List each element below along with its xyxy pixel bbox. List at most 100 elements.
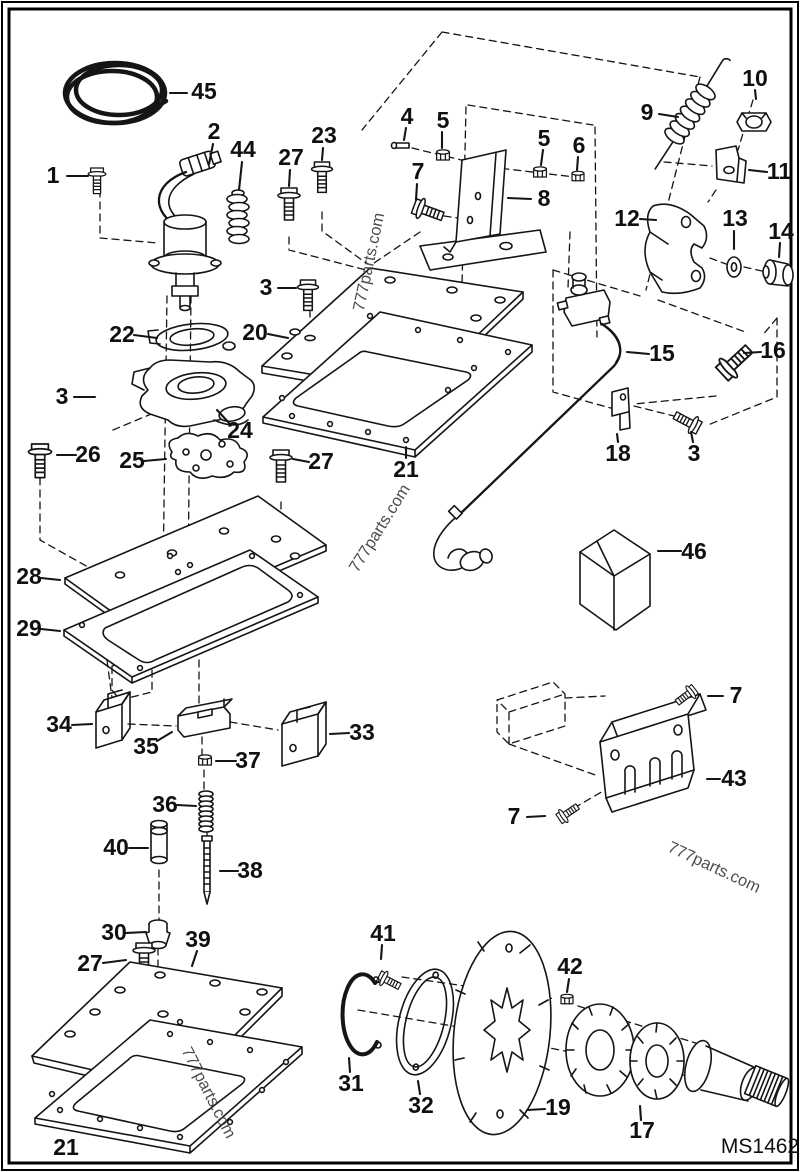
part-3-bolt-a [296, 279, 320, 312]
callout-5-b: 5 [538, 125, 551, 151]
callout-12: 12 [614, 205, 640, 231]
callout-44: 44 [230, 136, 256, 162]
callout-17: 17 [629, 1117, 655, 1143]
part-45-hose-coil [62, 60, 169, 126]
part-24-pump-head [131, 359, 256, 428]
part-21-gasket-a [262, 311, 533, 458]
part-8-bracket [419, 149, 547, 271]
watermark-3: 777parts.com [665, 838, 763, 897]
part-46-box [579, 529, 651, 631]
callout-21-b: 21 [53, 1134, 79, 1160]
watermark-2: 777parts.com [346, 481, 414, 575]
part-4-pin [390, 141, 410, 150]
callout-33: 33 [349, 719, 375, 745]
callout-29: 29 [16, 615, 42, 641]
callout-25: 25 [119, 447, 145, 473]
callout-26: 26 [75, 441, 101, 467]
callout-2: 2 [208, 118, 221, 144]
callout-20: 20 [242, 319, 268, 345]
part-11-clip-bracket [715, 145, 747, 184]
callout-34: 34 [46, 711, 72, 737]
callout-13: 13 [722, 205, 748, 231]
callout-30: 30 [101, 919, 127, 945]
callout-36: 36 [152, 791, 178, 817]
part-13-washer [726, 256, 742, 278]
part-34-block [95, 689, 131, 749]
part-40-pin [150, 819, 168, 865]
part-5-nut-b [532, 166, 548, 178]
callout-3-c: 3 [688, 440, 701, 466]
part-29-gasket-plate [63, 549, 319, 684]
callout-38: 38 [237, 857, 263, 883]
callout-10: 10 [742, 65, 768, 91]
part-15-cable-sender [433, 272, 622, 572]
leader-lines [39, 88, 782, 1122]
part-35-block [177, 698, 233, 738]
part-38-threaded-rod [201, 835, 213, 905]
part-44-ribbed-fitting [226, 189, 250, 245]
callout-7-b: 7 [730, 682, 743, 708]
part-36-spring [198, 790, 214, 833]
part-31-snap-ring [340, 972, 382, 1057]
part-16-bolt [712, 338, 759, 385]
callout-23: 23 [311, 122, 337, 148]
part-21-gasket-b [34, 1019, 303, 1154]
callout-24: 24 [227, 417, 253, 443]
part-9-spring [654, 57, 731, 170]
part-26-bolt [27, 443, 53, 479]
part-33-block [281, 701, 327, 767]
callout-40: 40 [103, 834, 129, 860]
callout-19: 19 [545, 1094, 571, 1120]
part-12-bracket [644, 203, 708, 295]
callout-22: 22 [109, 321, 135, 347]
part-43-bracket [599, 693, 707, 813]
callout-6: 6 [573, 132, 586, 158]
callout-43: 43 [721, 765, 747, 791]
diagram-id-label: MS1462 [721, 1135, 799, 1158]
callout-16: 16 [760, 337, 786, 363]
callout-39: 39 [185, 926, 211, 952]
callout-8: 8 [538, 185, 551, 211]
callout-7-c: 7 [508, 803, 521, 829]
callout-45: 45 [191, 78, 217, 104]
part-5-nut-a [435, 149, 451, 161]
part-22-gasket [147, 322, 236, 352]
callout-27-a: 27 [278, 144, 304, 170]
callout-42: 42 [557, 953, 583, 979]
callout-46: 46 [681, 538, 707, 564]
callout-1: 1 [47, 162, 60, 188]
callout-41: 41 [370, 920, 396, 946]
part-18-clip [611, 387, 631, 431]
callout-21-a: 21 [393, 456, 419, 482]
callout-32: 32 [408, 1092, 434, 1118]
part-23-bolt [310, 161, 334, 194]
part-19-cam-plate [452, 930, 552, 1136]
callout-4: 4 [401, 103, 414, 129]
callout-5-a: 5 [437, 107, 450, 133]
callout-37: 37 [235, 747, 261, 773]
part-14-cap [762, 259, 794, 287]
callout-28: 28 [16, 563, 42, 589]
callout-14: 14 [768, 218, 794, 244]
callout-15: 15 [649, 340, 675, 366]
part-25-gasket [168, 432, 248, 480]
part-7-bolt-c [554, 799, 583, 826]
callout-11: 11 [767, 158, 792, 184]
callout-27-b: 27 [308, 448, 334, 474]
part-37-nut [197, 754, 213, 766]
callout-3-a: 3 [260, 274, 273, 300]
callout-18: 18 [605, 440, 631, 466]
part-27-bolt-a [277, 187, 301, 221]
part-32-ring [395, 968, 455, 1076]
callout-27-c: 27 [77, 950, 103, 976]
part-42-nut [560, 993, 574, 1005]
part-27-bolt-b [269, 449, 293, 483]
part-30-fitting [145, 919, 171, 950]
part-10-nut [736, 112, 772, 132]
callout-7-a: 7 [412, 158, 425, 184]
part-17-sprocket-shaft [565, 1003, 790, 1108]
callout-3-b: 3 [56, 383, 69, 409]
